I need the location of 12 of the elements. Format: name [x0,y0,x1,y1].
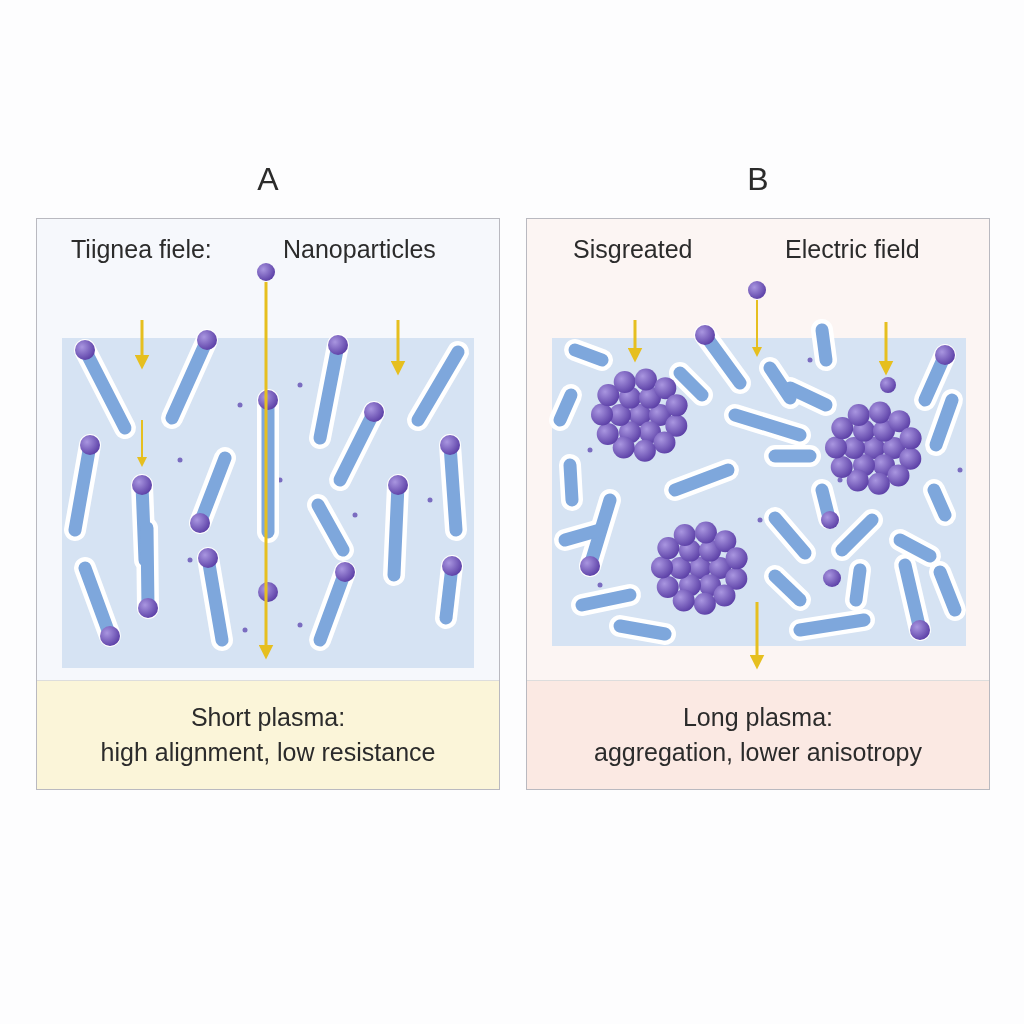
caption-box [527,680,989,789]
caption-text: Short plasma: [190,702,346,733]
particle-label: Electric field [785,235,920,264]
field-label: Tiignea fiele: [71,235,212,264]
caption-box [37,680,499,789]
panel-letter: A [256,161,280,198]
caption-text: Long plasma: [682,702,834,733]
panel-letter: B [746,161,770,198]
caption-text: high alignment, low resistance [100,737,436,768]
particle-label: Nanoparticles [283,235,436,264]
caption-text: aggregation, lower anisotropy [594,737,922,768]
field-label: Sisgreated [573,235,693,264]
